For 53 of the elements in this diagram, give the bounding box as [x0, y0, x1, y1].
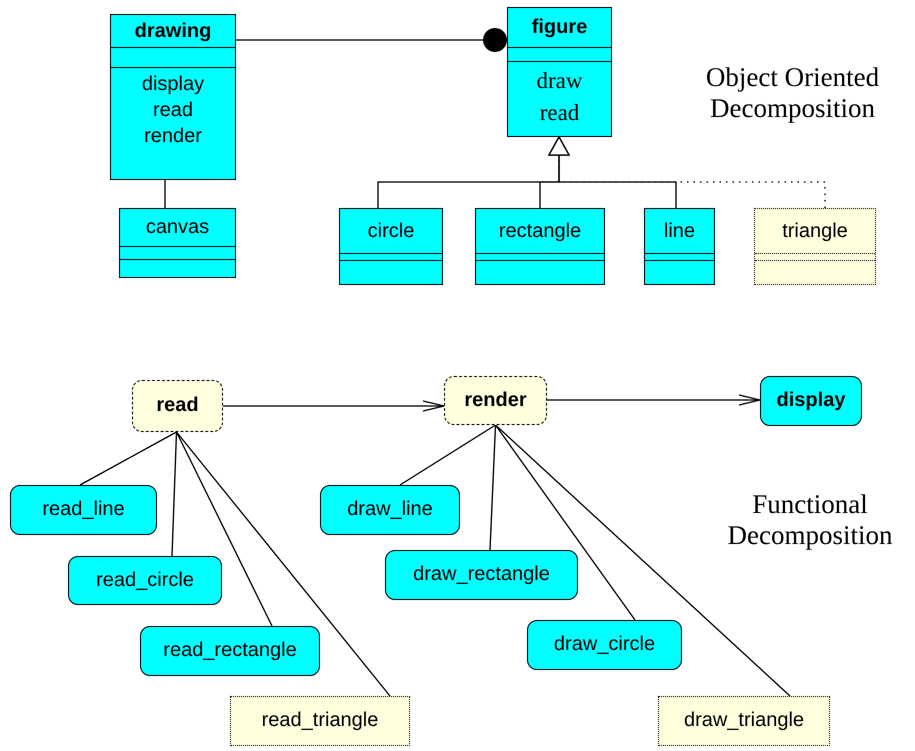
association-line — [164, 180, 166, 208]
function-name: read_triangle — [260, 708, 380, 733]
link-line — [400, 424, 496, 486]
function-box — [140, 626, 320, 676]
class-name: figure — [530, 15, 588, 40]
class-name: canvas — [144, 215, 210, 240]
function-box — [760, 376, 862, 426]
function-name: draw_triangle — [682, 708, 806, 733]
link-line — [171, 432, 178, 556]
function-box — [320, 485, 460, 535]
flow-arrow — [223, 400, 445, 412]
class-name: triangle — [781, 219, 849, 244]
aggregation-line — [236, 28, 507, 52]
generalization-arrow — [548, 136, 826, 208]
class-name: drawing — [134, 19, 212, 44]
link-line — [176, 432, 273, 626]
section-heading: Functional Decomposition — [726, 489, 894, 551]
class-name: rectangle — [498, 219, 582, 244]
class-name: line — [662, 219, 696, 244]
link-line — [176, 432, 390, 696]
function-box — [10, 485, 157, 535]
function-box — [230, 696, 410, 746]
flow-arrow — [547, 394, 761, 406]
function-box — [527, 620, 682, 670]
function-name: read_rectangle — [162, 638, 298, 663]
class-box — [644, 208, 715, 285]
operation-list: display read render — [142, 71, 204, 149]
function-name: read_circle — [95, 568, 195, 593]
function-name: read — [155, 393, 200, 418]
function-name: draw_rectangle — [412, 562, 551, 587]
function-box — [658, 696, 830, 746]
operation-list: draw read — [536, 65, 582, 129]
function-box — [132, 380, 223, 432]
link-line — [80, 431, 177, 486]
class-box — [475, 208, 605, 285]
class-box — [110, 14, 236, 180]
function-box — [385, 550, 578, 600]
link-line — [495, 424, 790, 696]
function-name: draw_circle — [552, 632, 656, 657]
link-line — [489, 424, 496, 550]
function-name: display — [776, 388, 846, 413]
function-name: read_line — [41, 497, 126, 522]
function-name: render — [463, 388, 528, 413]
class-box — [119, 208, 236, 278]
function-box — [68, 556, 222, 605]
class-name: circle — [366, 219, 416, 244]
section-heading: Object Oriented Decomposition — [704, 62, 880, 124]
class-box — [339, 208, 443, 285]
function-name: draw_line — [346, 497, 434, 522]
link-line — [494, 424, 636, 620]
function-box — [444, 376, 547, 425]
class-box — [507, 7, 612, 137]
class-box — [754, 208, 876, 285]
